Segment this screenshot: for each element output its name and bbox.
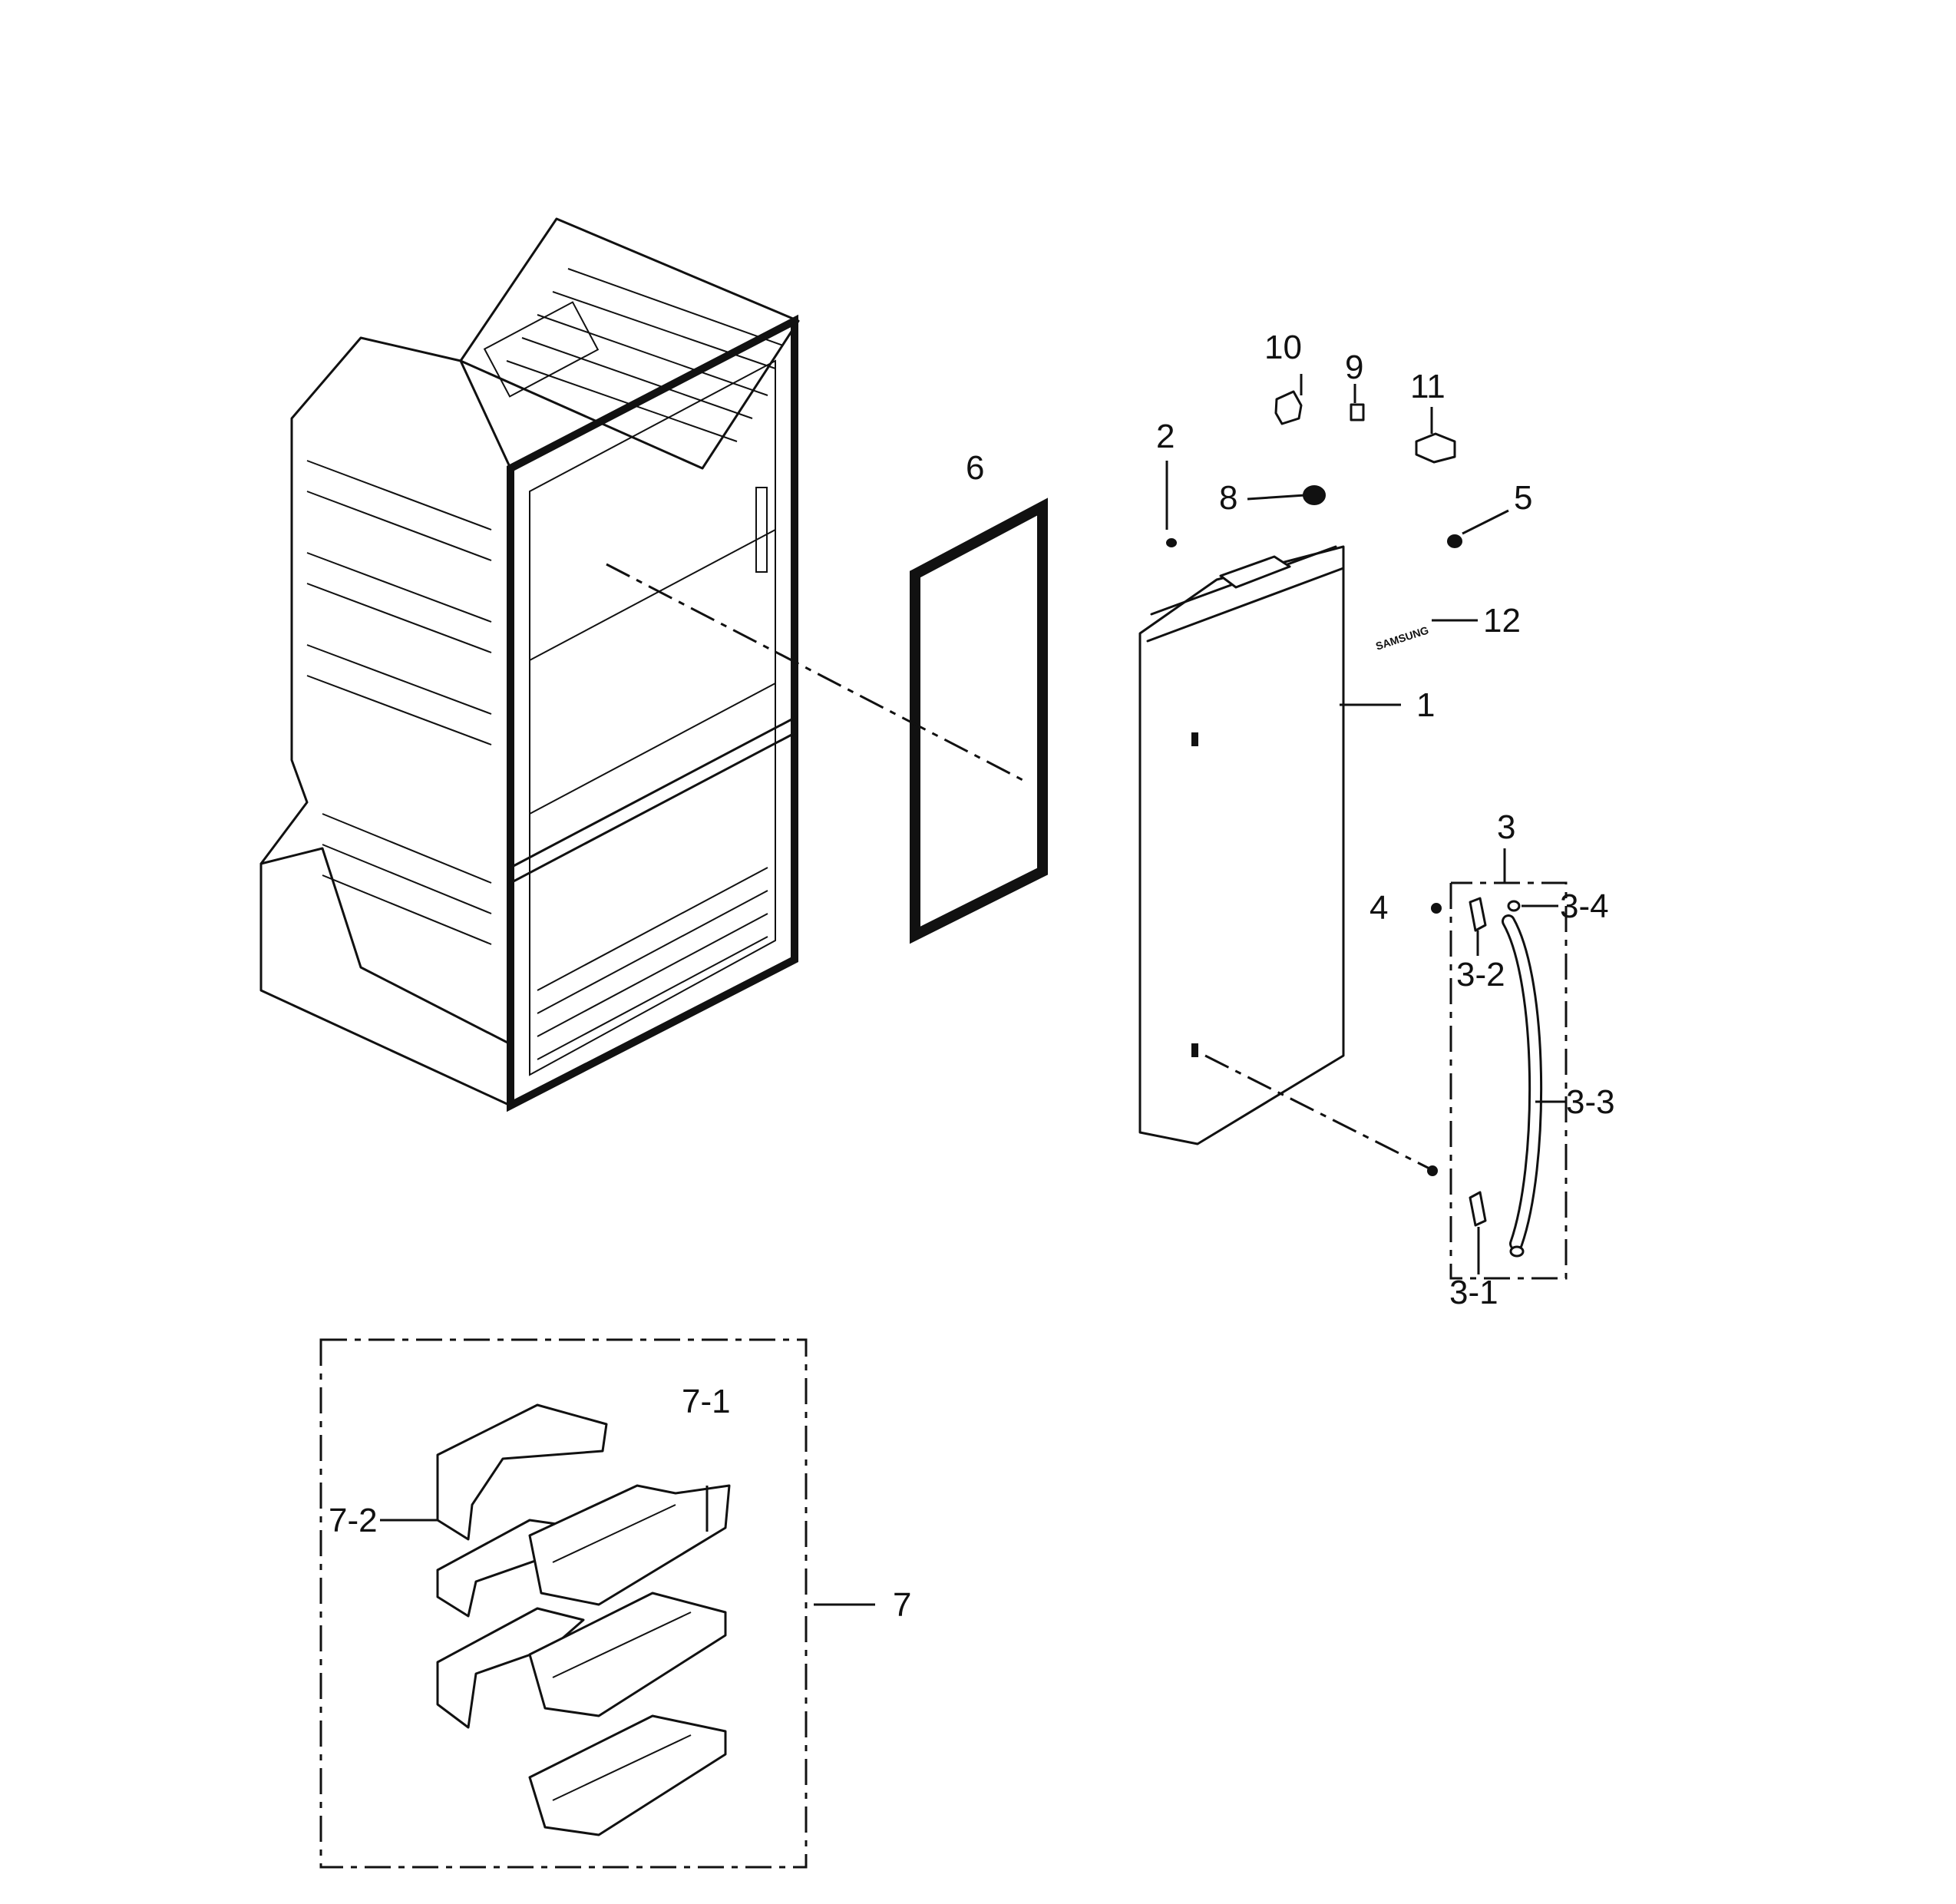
callout-labels: 1 2 3 3-1 3-2 3-3 3-4 4 5 6 7 7-1 7-2 8 … bbox=[329, 329, 1615, 1624]
hinge-bushing-part bbox=[1303, 485, 1326, 505]
callout-8: 8 bbox=[1219, 479, 1237, 517]
hinge-plate-part bbox=[1415, 432, 1456, 464]
callout-7-2: 7-2 bbox=[329, 1502, 378, 1539]
callout-3-1: 3-1 bbox=[1449, 1274, 1498, 1311]
callout-3: 3 bbox=[1497, 808, 1515, 846]
nameplate-text: SAMSUNG bbox=[1374, 623, 1430, 652]
alignment-line-gasket bbox=[606, 563, 1029, 785]
callout-11: 11 bbox=[1410, 368, 1446, 405]
callout-3-2: 3-2 bbox=[1456, 956, 1505, 993]
callout-7-1: 7-1 bbox=[682, 1383, 731, 1420]
callout-6: 6 bbox=[966, 449, 984, 487]
screw-part-4 bbox=[1431, 903, 1442, 914]
nameplate-part: SAMSUNG bbox=[1374, 623, 1430, 652]
small-cap-part bbox=[1350, 403, 1365, 421]
leader-lines bbox=[380, 374, 1566, 1606]
callout-3-3: 3-3 bbox=[1566, 1083, 1615, 1121]
handle-assembly bbox=[1449, 881, 1568, 1280]
callout-4: 4 bbox=[1370, 889, 1388, 927]
callout-5: 5 bbox=[1514, 479, 1532, 517]
door-bin-set bbox=[319, 1338, 808, 1869]
refrigerator-door bbox=[1138, 545, 1345, 1145]
refrigerator-cabinet bbox=[259, 217, 800, 1112]
alignment-line-handle bbox=[1204, 1054, 1435, 1172]
callout-9: 9 bbox=[1345, 349, 1363, 386]
door-gasket bbox=[910, 497, 1048, 944]
callout-1: 1 bbox=[1416, 686, 1435, 724]
screw-part bbox=[1166, 538, 1177, 547]
callout-10: 10 bbox=[1264, 329, 1302, 366]
callout-12: 12 bbox=[1483, 602, 1521, 640]
callout-3-4: 3-4 bbox=[1560, 888, 1609, 925]
callout-2: 2 bbox=[1156, 418, 1175, 455]
screw-part-4-lower bbox=[1427, 1165, 1438, 1176]
callout-7: 7 bbox=[893, 1586, 911, 1624]
cap-part bbox=[1447, 534, 1462, 548]
hinge-cover-part bbox=[1274, 390, 1303, 425]
